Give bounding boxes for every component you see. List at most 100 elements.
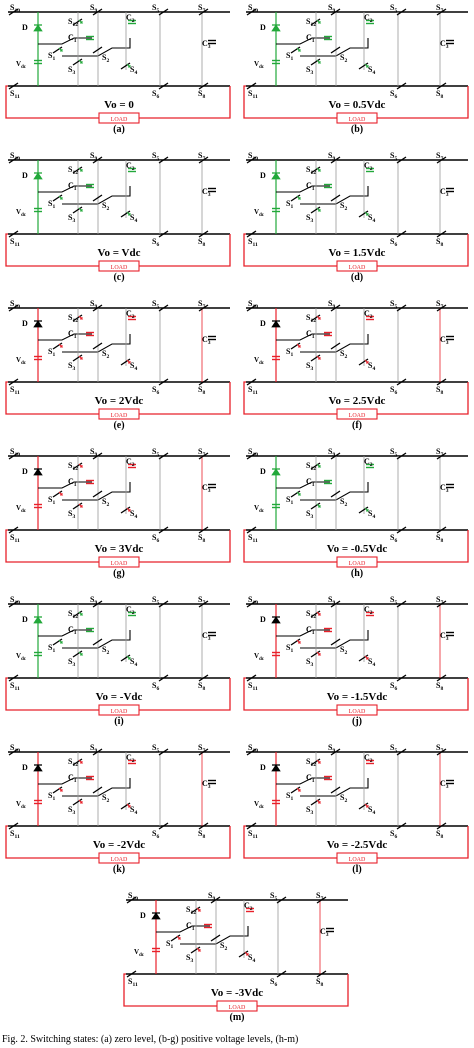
load-label: LOAD <box>111 413 128 419</box>
load-loop <box>123 973 349 1007</box>
label-s7: S7 <box>436 447 443 458</box>
switch-s2-blade <box>330 490 341 498</box>
load-box <box>336 704 378 716</box>
label-s11: S11 <box>128 977 138 988</box>
label-s3: S3 <box>306 65 313 76</box>
switch-s12-blade <box>310 166 321 174</box>
switch-s3-current-arrow <box>196 947 202 952</box>
label-s5: S5 <box>390 3 397 14</box>
label-d: D <box>260 319 266 328</box>
switch-s7-blade <box>436 748 447 756</box>
output-voltage-label: Vo = -3Vdc <box>211 987 263 999</box>
label-s12: S12 <box>306 461 316 472</box>
ladder-upper <box>38 185 92 193</box>
switch-s3-current-arrow <box>316 207 322 212</box>
switch-s4-blade <box>120 506 131 514</box>
switch-s9-blade <box>330 156 341 164</box>
output-voltage-label: Vo = 3Vdc <box>95 543 144 555</box>
switch-s3-current-arrow <box>316 651 322 656</box>
label-s10: S10 <box>248 743 258 754</box>
switch-s7-blade <box>436 452 447 460</box>
diode-triangle <box>271 24 281 32</box>
label-s11: S11 <box>248 89 258 100</box>
label-s10: S10 <box>128 891 138 902</box>
switch-s11-blade <box>8 822 19 830</box>
label-s3: S3 <box>68 65 75 76</box>
label-vdc: Vdc <box>254 356 265 366</box>
label-s3: S3 <box>186 953 193 964</box>
label-d: D <box>22 23 28 32</box>
label-d: D <box>140 911 146 920</box>
label-s2: S2 <box>102 645 109 656</box>
label-s5: S5 <box>152 743 159 754</box>
label-s4: S4 <box>368 657 375 668</box>
label-s3: S3 <box>306 509 313 520</box>
label-s5: S5 <box>390 743 397 754</box>
switch-s6-blade <box>158 82 169 90</box>
output-voltage-label: Vo = 1.5Vdc <box>329 247 386 259</box>
switch-s5-blade <box>158 452 169 460</box>
switch-s12-current-arrow <box>316 611 322 616</box>
switch-s12-blade <box>72 758 83 766</box>
load-loop <box>5 677 231 711</box>
panel-caption-b: (b) <box>351 124 363 135</box>
switch-s9-blade <box>330 8 341 16</box>
label-s3: S3 <box>68 361 75 372</box>
switch-s1-blade <box>52 194 63 202</box>
load-label: LOAD <box>111 709 128 715</box>
switch-s3-current-arrow <box>78 59 84 64</box>
switch-s6-blade <box>158 822 169 830</box>
switch-s11-blade <box>8 526 19 534</box>
switch-s12-blade <box>310 314 321 322</box>
label-c1: C1 <box>68 181 77 192</box>
switch-s3-current-arrow <box>78 355 84 360</box>
figure-caption: Fig. 2. Switching states: (a) zero level… <box>2 1034 299 1045</box>
load-loop <box>243 233 469 267</box>
switch-s9-blade <box>330 748 341 756</box>
label-c2: C2 <box>364 161 373 172</box>
switch-s8-blade <box>436 378 447 386</box>
ladder-lower <box>300 38 369 57</box>
label-s7: S7 <box>436 743 443 754</box>
label-c2: C2 <box>126 161 135 172</box>
switch-s7-blade <box>436 600 447 608</box>
switch-s9-blade <box>330 304 341 312</box>
switch-s2-blade <box>330 342 341 350</box>
label-d: D <box>260 763 266 772</box>
load-label: LOAD <box>111 857 128 863</box>
switch-s6-blade <box>396 526 407 534</box>
label-vdc: Vdc <box>254 800 265 810</box>
switch-s1-blade <box>52 490 63 498</box>
panel-caption-e: (e) <box>113 420 124 431</box>
label-s12: S12 <box>68 461 78 472</box>
label-s4: S4 <box>368 65 375 76</box>
label-s9: S9 <box>90 3 97 14</box>
switch-s8-blade <box>198 674 209 682</box>
switch-s4-current-arrow <box>364 63 370 68</box>
switch-s6-blade <box>158 230 169 238</box>
switch-s6-blade <box>396 674 407 682</box>
label-s8: S8 <box>436 681 443 692</box>
label-c3: C3 <box>440 483 449 494</box>
switch-s9-blade <box>92 304 103 312</box>
label-s9: S9 <box>208 891 215 902</box>
label-s2: S2 <box>340 497 347 508</box>
switch-s12-current-arrow <box>78 463 84 468</box>
load-box <box>336 260 378 272</box>
label-c2: C2 <box>364 753 373 764</box>
switch-s1-current-arrow <box>58 639 64 644</box>
switch-s3-current-arrow <box>78 503 84 508</box>
label-s7: S7 <box>436 3 443 14</box>
label-vdc: Vdc <box>16 800 27 810</box>
switch-s1-blade <box>290 46 301 54</box>
switch-s6-blade <box>396 378 407 386</box>
switch-s1-current-arrow <box>296 343 302 348</box>
label-s1: S1 <box>286 643 293 654</box>
label-s6: S6 <box>270 977 277 988</box>
label-s6: S6 <box>152 237 159 248</box>
label-s8: S8 <box>436 237 443 248</box>
switch-s4-current-arrow <box>126 507 132 512</box>
